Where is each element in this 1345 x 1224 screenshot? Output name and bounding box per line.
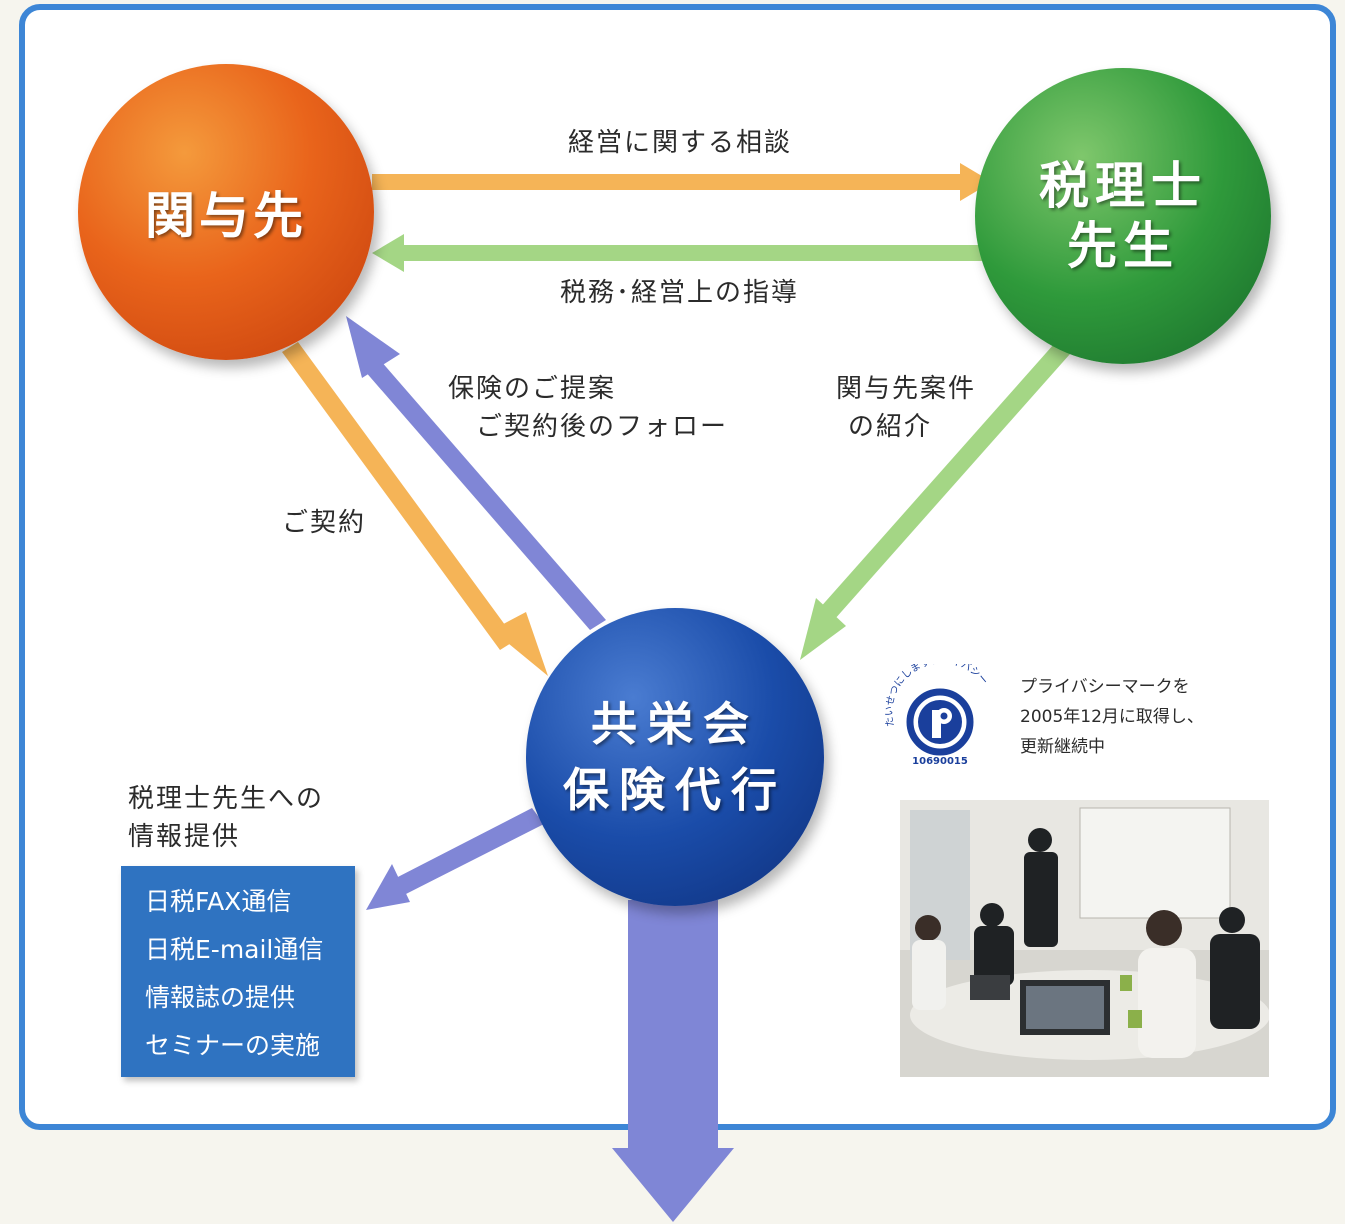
edge-label-referral-2: の紹介 [848, 412, 933, 442]
arrow-referral [800, 344, 1070, 660]
edge-label-proposal-2: ご契約後のフォロー [476, 412, 729, 442]
privacy-line-2: 2005年12月に取得し、 [1020, 707, 1204, 727]
node-zeirishi: 税理士 先生 [975, 68, 1271, 364]
arrow-info [366, 808, 544, 910]
node-zeirishi-label-2: 先生 [1067, 217, 1179, 275]
edge-label-guidance: 税務･経営上の指導 [560, 278, 800, 308]
arrow-proposal [346, 316, 606, 630]
edge-label-info-2: 情報提供 [128, 822, 241, 852]
edge-label-referral-1: 関与先案件 [836, 374, 977, 404]
node-kyoeikai-label-2: 保険代行 [563, 763, 787, 817]
edge-label-consult: 経営に関する相談 [568, 128, 793, 158]
node-zeirishi-label-1: 税理士 [1039, 157, 1207, 215]
arrow-consult [372, 163, 992, 201]
privacy-line-1: プライバシーマークを [1020, 677, 1190, 697]
node-kanyosaki: 関与先 [78, 64, 374, 360]
service-item: 日税E-mail通信 [145, 935, 324, 964]
arrow-guidance [372, 234, 982, 272]
meeting-photo [900, 800, 1269, 1077]
privacy-mark-icon: たいせつにしますプライバシー 10690015 [883, 664, 989, 767]
node-kanyosaki-label: 関与先 [145, 187, 307, 245]
edge-label-contract: ご契約 [282, 508, 367, 538]
service-item: セミナーの実施 [145, 1031, 321, 1060]
service-item: 情報誌の提供 [145, 983, 296, 1012]
service-item: 日税FAX通信 [145, 887, 292, 916]
edge-label-info-1: 税理士先生への [128, 784, 325, 814]
privacy-description: プライバシーマークを 2005年12月に取得し、 更新継続中 [1020, 672, 1204, 762]
service-list: 日税FAX通信 日税E-mail通信 情報誌の提供 セミナーの実施 [121, 866, 355, 1077]
node-kyoeikai: 共栄会 保険代行 [526, 608, 824, 906]
privacy-line-3: 更新継続中 [1020, 737, 1105, 757]
edge-label-proposal-1: 保険のご提案 [448, 374, 617, 404]
node-kyoeikai-label-1: 共栄会 [591, 697, 759, 751]
privacy-mark-number: 10690015 [912, 756, 968, 767]
down-arrow [612, 900, 734, 1222]
arrow-contract [282, 342, 548, 676]
